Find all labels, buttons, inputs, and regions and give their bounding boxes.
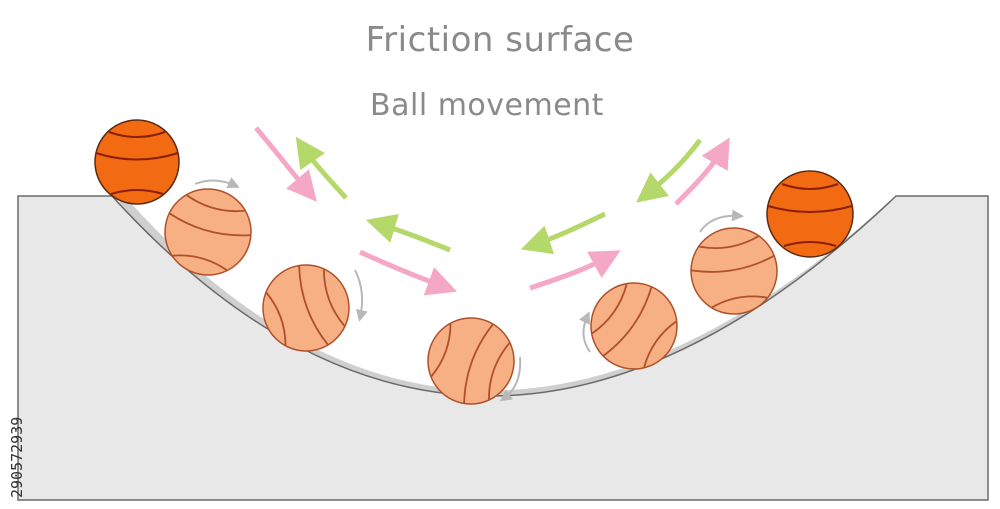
arrow-right-upper-up xyxy=(676,144,726,204)
ball-right-end xyxy=(767,171,853,257)
stock-id: 290572939 xyxy=(4,262,28,507)
rotation-arrow-right-2 xyxy=(583,315,590,352)
arrow-right-lower-down xyxy=(528,214,605,247)
ball-left-start xyxy=(95,120,179,204)
rotation-arrow-left-1 xyxy=(195,180,236,186)
stock-id-text: 290572939 xyxy=(8,417,26,498)
arrow-right-lower-up xyxy=(530,254,614,288)
arrow-left-lower-down xyxy=(360,252,450,289)
diagram-title: Friction surface xyxy=(0,20,1000,60)
rotation-arrow-left-2 xyxy=(355,270,362,318)
diagram-subtitle: Ball movement xyxy=(0,88,987,123)
arrow-left-upper-down xyxy=(256,128,312,196)
arrow-left-lower-up xyxy=(373,222,450,250)
motion-arrows xyxy=(256,128,726,289)
